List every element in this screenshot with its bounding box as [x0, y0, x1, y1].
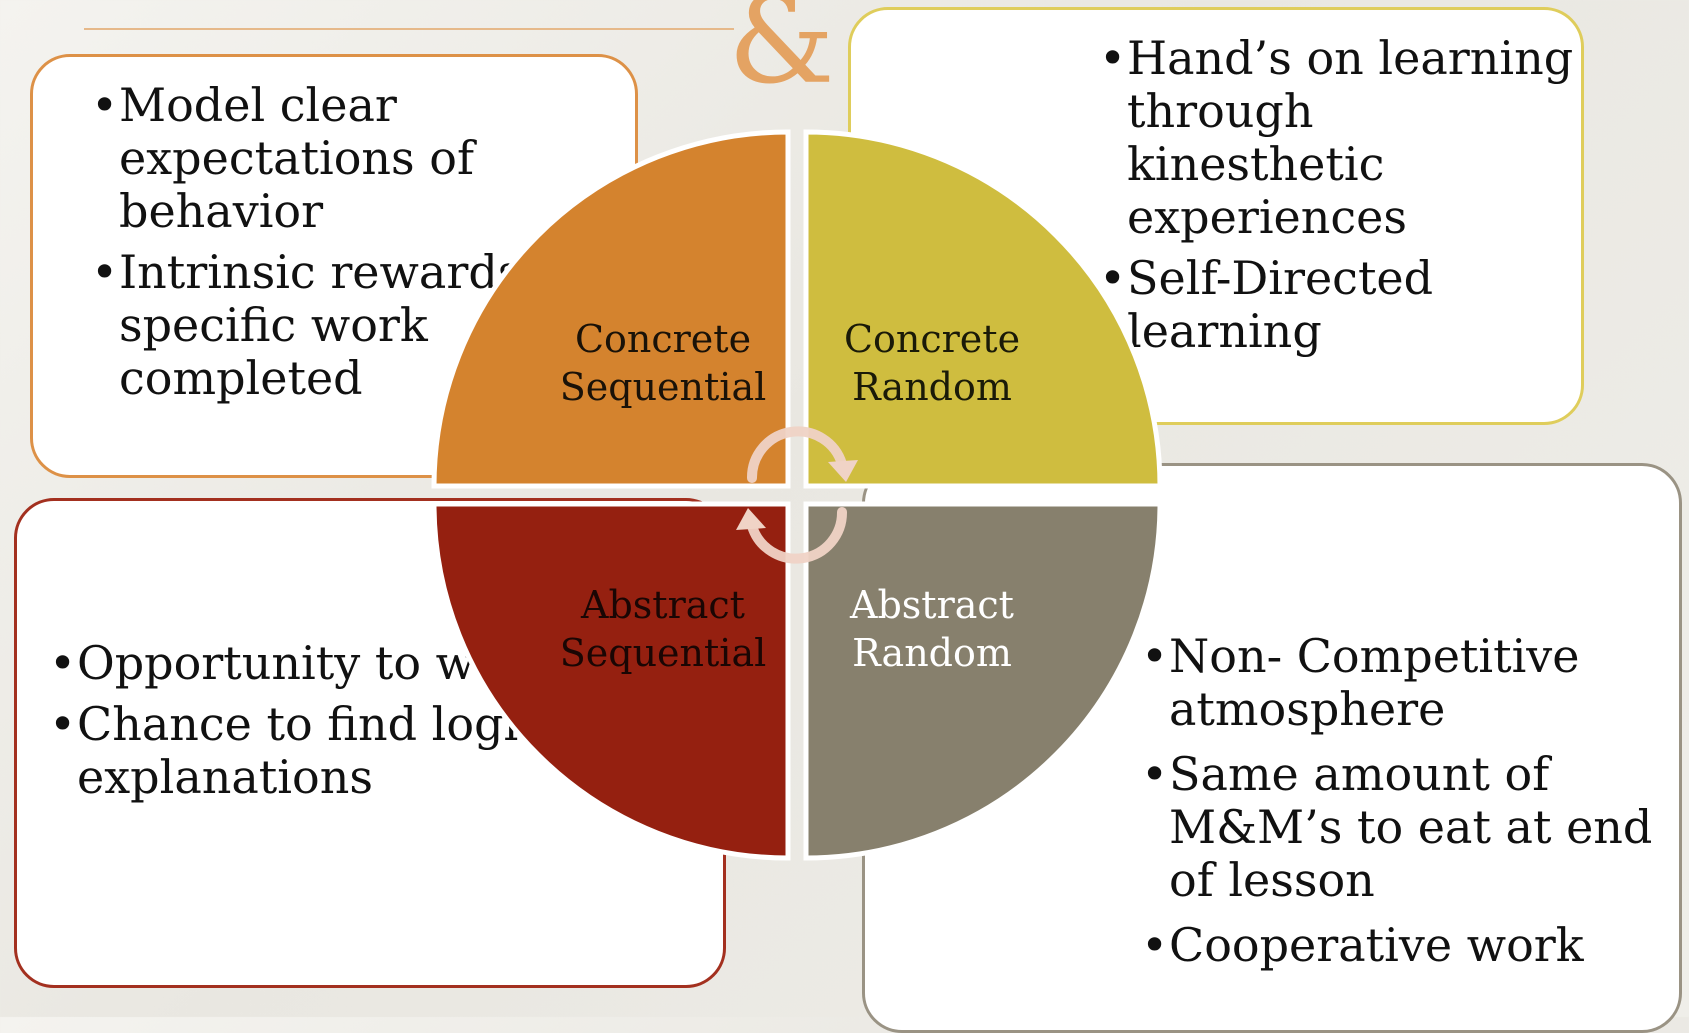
- arrow-head-icon: [736, 460, 858, 530]
- ornament-icon: &: [728, 0, 835, 111]
- list-item: Cooperative work: [1137, 919, 1679, 973]
- quadrant-label-abstract-random: Abstract: [849, 583, 1014, 627]
- list-item: Self-Directed learning: [1095, 252, 1581, 358]
- list-item: Hand’s on learning through kinesthetic e…: [1095, 32, 1581, 244]
- quadrant-label-concrete-random: Random: [852, 365, 1012, 409]
- quadrant-label-abstract-random: Random: [852, 631, 1012, 675]
- quadrant-label-concrete-sequential: Concrete: [575, 317, 751, 361]
- quadrant-label-concrete-sequential: Sequential: [560, 365, 767, 409]
- quadrant-concrete-sequential: [431, 129, 791, 489]
- circular-arrows-icon: [746, 426, 848, 564]
- quadrant-label-abstract-sequential: Sequential: [560, 631, 767, 675]
- quadrant-label-abstract-sequential: Abstract: [580, 583, 745, 627]
- quadrant-label-concrete-random: Concrete: [844, 317, 1020, 361]
- list-item: Non- Competitive atmosphere: [1137, 630, 1679, 736]
- list-item: Same amount of M&M’s to eat at end of le…: [1137, 748, 1679, 907]
- quadrant-abstract-sequential: [431, 501, 791, 861]
- list-item: Chance to find logical explanations: [45, 698, 723, 804]
- quadrant-abstract-random: [803, 501, 1163, 861]
- list-item: Model clear expectations of behavior: [87, 79, 635, 238]
- header-rule: [84, 28, 734, 30]
- quadrant-concrete-random: [803, 129, 1163, 489]
